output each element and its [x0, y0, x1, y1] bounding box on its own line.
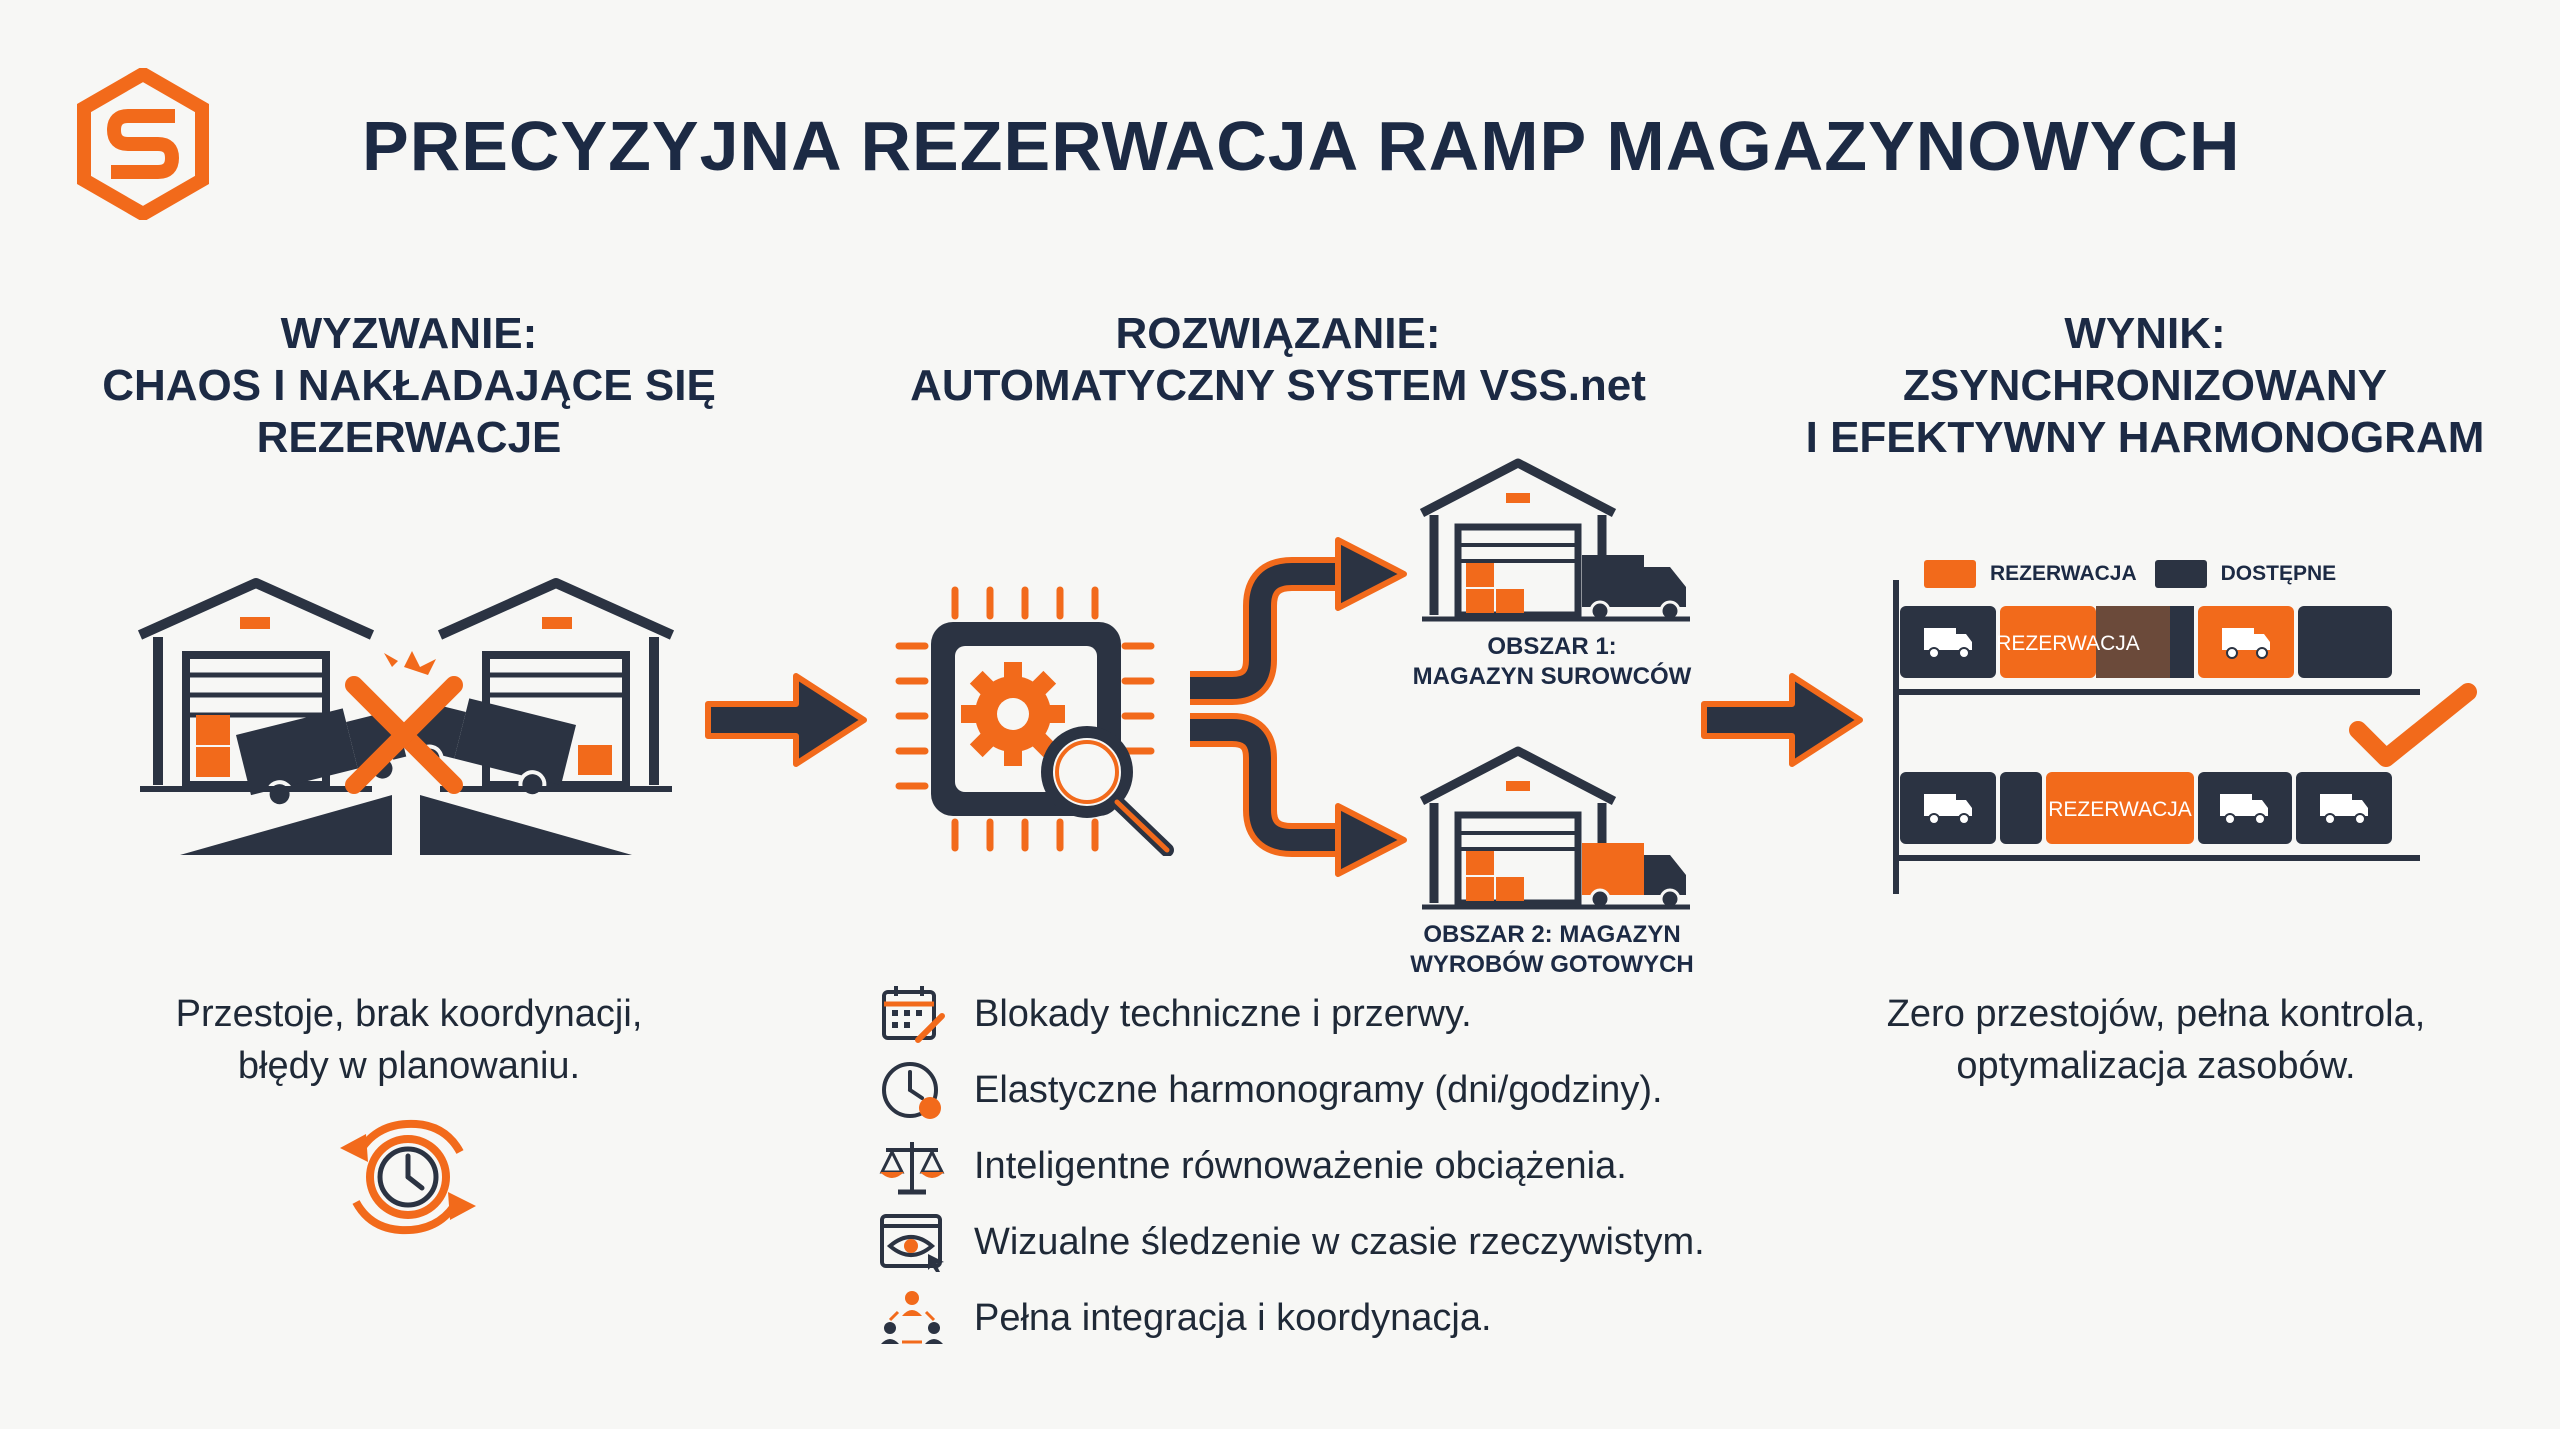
arrow-right-icon	[1701, 673, 1863, 767]
slot-reservation	[2000, 606, 2096, 678]
solution-heading: ROZWIĄZANIE: AUTOMATYCZNY SYSTEM VSS.net	[910, 309, 1646, 410]
legend-swatch-available	[2154, 560, 2207, 588]
branch-arrows-icon	[1190, 537, 1407, 877]
challenge-description: Przestoje, brak koordynacji, błędy w pla…	[175, 993, 643, 1087]
result-heading: WYNIK: ZSYNCHRONIZOWANY I EFEKTYWNY HARM…	[1805, 309, 2485, 462]
result-description: Zero przestojów, pełna kontrola, optymal…	[1886, 993, 2426, 1087]
slot-reservation	[2046, 772, 2194, 844]
slot-reservation-label: REZERWACJA	[2048, 798, 2192, 821]
checkmark-icon	[2349, 683, 2477, 767]
schedule-timeline: REZERWACJA REZERWACJA	[1893, 580, 2477, 894]
clock-cycle-icon	[340, 1119, 476, 1235]
target-1-label: OBSZAR 1: MAGAZYN SUROWCÓW	[1412, 633, 1692, 690]
warehouse-truck-icon	[1419, 458, 1690, 622]
feature-item: Pełna integracja i koordynacja.	[878, 1284, 1705, 1352]
page-title: PRECYZYJNA REZERWACJA RAMP MAGAZYNOWYCH	[362, 107, 2241, 185]
clock-icon	[882, 1062, 941, 1119]
calendar-tools-icon	[882, 986, 945, 1043]
feature-text: Inteligentne równoważenie obciążenia.	[974, 1144, 1627, 1187]
feature-item: Blokady techniczne i przerwy.	[878, 980, 1705, 1048]
hexagon-s-logo-icon	[77, 68, 209, 220]
balance-scale-icon	[879, 1142, 945, 1195]
two-warehouses-collision-icon	[137, 578, 675, 855]
eye-screen-icon	[880, 1214, 944, 1272]
target-2-label: OBSZAR 2: MAGAZYN WYROBÓW GOTOWYCH	[1410, 921, 1694, 978]
feature-text: Wizualne śledzenie w czasie rzeczywistym…	[974, 1220, 1705, 1263]
challenge-heading: WYZWANIE: CHAOS I NAKŁADAJĄCE SIĘ REZERW…	[102, 309, 716, 462]
processor-gear-search-icon	[895, 586, 1174, 856]
feature-text: Blokady techniczne i przerwy.	[974, 992, 1472, 1035]
feature-item: Inteligentne równoważenie obciążenia.	[878, 1132, 1705, 1200]
arrow-right-icon	[705, 673, 867, 767]
legend-label: REZERWACJA	[1990, 562, 2137, 585]
feature-list: Blokady techniczne i przerwy. Elastyczne…	[878, 980, 1705, 1352]
feature-text: Pełna integracja i koordynacja.	[974, 1296, 1492, 1339]
legend-label: DOSTĘPNE	[2220, 562, 2337, 585]
schedule-legend: REZERWACJA DOSTĘPNE	[1924, 560, 2336, 588]
feature-item: Elastyczne harmonogramy (dni/godziny).	[878, 1056, 1705, 1124]
feature-item: Wizualne śledzenie w czasie rzeczywistym…	[878, 1208, 1705, 1276]
slot-reservation-label: REZERWACJA	[1996, 632, 2140, 655]
legend-swatch-reservation	[1924, 560, 1976, 588]
feature-text: Elastyczne harmonogramy (dni/godziny).	[974, 1068, 1663, 1111]
warehouse-truck-icon	[1419, 746, 1690, 910]
team-network-icon	[881, 1291, 943, 1344]
